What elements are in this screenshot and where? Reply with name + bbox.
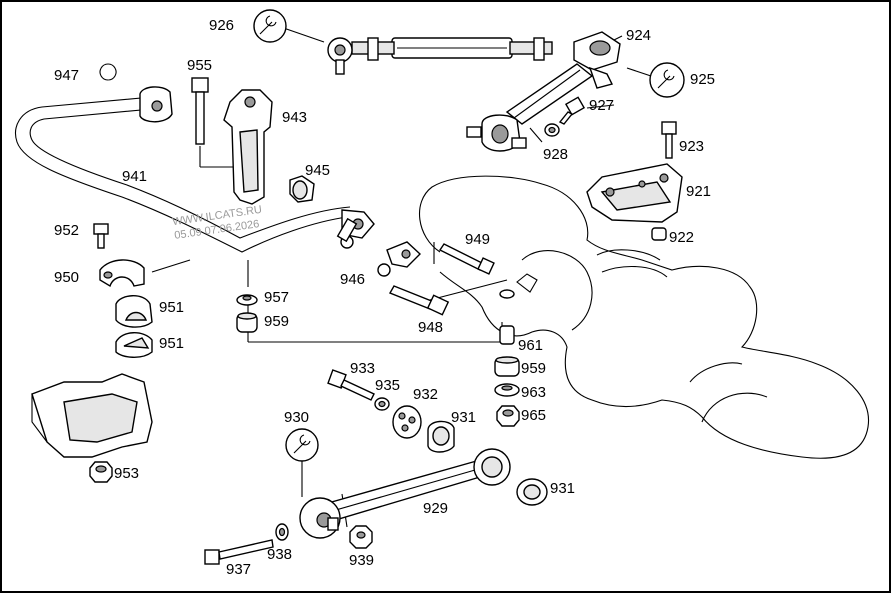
callout-950[interactable]: 950 [54, 269, 80, 286]
callout-935[interactable]: 935 [375, 377, 401, 394]
part-949-bolt [438, 243, 495, 275]
callout-959-left[interactable]: 959 [264, 313, 290, 330]
callout-937[interactable]: 937 [226, 561, 252, 578]
part-951-bushing-upper [115, 295, 153, 328]
part-932-disc [392, 405, 422, 439]
part-922-bushing [651, 227, 667, 241]
callout-949[interactable]: 949 [465, 231, 491, 248]
callout-927[interactable]: 927 [589, 97, 615, 114]
part-961-sleeve [499, 325, 515, 345]
part-925-wrench-icon [649, 62, 685, 98]
callout-938[interactable]: 938 [267, 546, 293, 563]
part-923-bolt [661, 121, 677, 159]
part-927-bolt [558, 96, 586, 125]
part-951-bushing-lower [115, 332, 153, 358]
part-946-drop-link [336, 217, 422, 277]
part-933-bolt [327, 369, 375, 401]
callout-924[interactable]: 924 [626, 27, 652, 44]
callout-959-right[interactable]: 959 [521, 360, 547, 377]
part-952-bolt [93, 223, 109, 249]
callout-946[interactable]: 946 [340, 271, 366, 288]
callout-939[interactable]: 939 [349, 552, 375, 569]
callout-925[interactable]: 925 [690, 71, 716, 88]
callout-945[interactable]: 945 [305, 162, 331, 179]
part-953-housing [31, 373, 153, 458]
callout-930[interactable]: 930 [284, 409, 310, 426]
callout-963[interactable]: 963 [521, 384, 547, 401]
callout-961[interactable]: 961 [518, 337, 544, 354]
callout-953[interactable]: 953 [114, 465, 140, 482]
callout-932[interactable]: 932 [413, 386, 439, 403]
part-924-diagonal-strut [466, 63, 594, 152]
part-953-nut [89, 461, 113, 483]
part-945-bushing [289, 175, 315, 203]
part-963-washer [494, 383, 520, 397]
callout-931-upper[interactable]: 931 [451, 409, 477, 426]
part-950-clamp [99, 259, 145, 288]
part-931-bushing-upper [427, 420, 455, 453]
part-948-bolt [388, 285, 450, 316]
part-926-wrench-icon [253, 9, 287, 43]
callout-931-lower[interactable]: 931 [550, 480, 576, 497]
part-959-bushing-right [494, 356, 520, 377]
part-935-washer [374, 397, 390, 411]
callout-941[interactable]: 941 [122, 168, 148, 185]
part-959-bushing-left [236, 312, 258, 333]
callout-943[interactable]: 943 [282, 109, 308, 126]
part-941-stabilizer-bar [15, 86, 375, 253]
callout-926[interactable]: 926 [209, 17, 235, 34]
part-955-bolt [191, 77, 209, 145]
part-931-bushing-lower [516, 478, 548, 506]
callout-951-lower[interactable]: 951 [159, 335, 185, 352]
part-937-bolt [204, 539, 274, 565]
callout-921[interactable]: 921 [686, 183, 712, 200]
callout-923[interactable]: 923 [679, 138, 705, 155]
part-924-tie-rod [327, 31, 621, 89]
callout-947[interactable]: 947 [54, 67, 80, 84]
part-943-bracket [223, 89, 273, 205]
part-929-lower-arm [299, 448, 511, 539]
callout-929[interactable]: 929 [423, 500, 449, 517]
part-957-washer [236, 294, 258, 306]
callout-965[interactable]: 965 [521, 407, 547, 424]
callout-922[interactable]: 922 [669, 229, 695, 246]
part-965-nut [496, 405, 520, 427]
callout-933[interactable]: 933 [350, 360, 376, 377]
callout-928[interactable]: 928 [543, 146, 569, 163]
axle-housing-outline [419, 175, 870, 459]
part-938-washer [275, 523, 289, 541]
part-930-wrench-icon [285, 428, 319, 462]
callout-951-upper[interactable]: 951 [159, 299, 185, 316]
callout-952[interactable]: 952 [54, 222, 80, 239]
callout-948[interactable]: 948 [418, 319, 444, 336]
callout-957[interactable]: 957 [264, 289, 290, 306]
part-947-circlip [99, 63, 117, 81]
callout-955[interactable]: 955 [187, 57, 213, 74]
part-921-mount-bracket [586, 163, 683, 223]
part-939-nut [349, 525, 373, 549]
link-plate [516, 273, 538, 293]
